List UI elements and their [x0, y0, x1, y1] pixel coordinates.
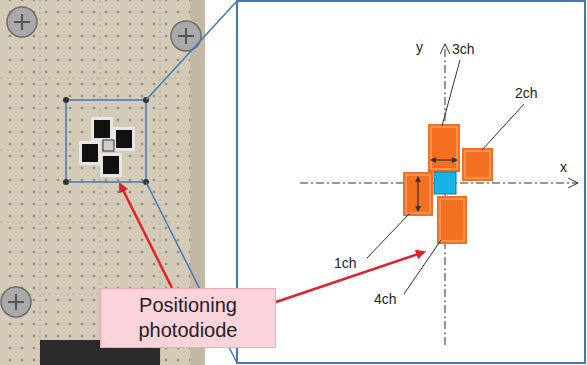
axis-label: y [416, 40, 423, 54]
callout-arrow [120, 184, 172, 288]
zoom-frame [237, 1, 585, 363]
callout-arrow [276, 252, 424, 302]
channel-label: 2ch [515, 86, 538, 100]
channel-label: 1ch [334, 256, 357, 270]
callout-text: Positioning photodiode [109, 293, 267, 343]
leader-line [367, 60, 524, 294]
channel-label: 3ch [452, 42, 475, 56]
channel-label: 4ch [374, 292, 397, 306]
width-dimension [431, 159, 457, 160]
zoom-line [146, 1, 237, 100]
axis-label: x [560, 160, 567, 174]
channel-pads [403, 124, 493, 244]
width-dimension [417, 177, 418, 211]
callout-box: Positioning photodiode [100, 288, 276, 348]
